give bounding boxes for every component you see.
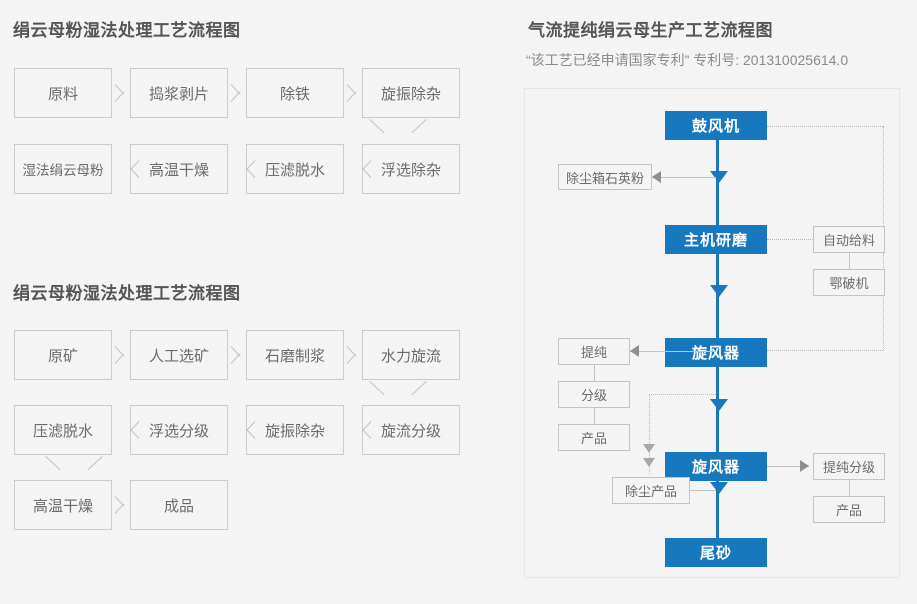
- connector-line: [594, 408, 595, 424]
- flow-node[interactable]: 高温干燥: [14, 480, 112, 530]
- node-tailings[interactable]: 尾砂: [665, 538, 767, 567]
- arrow-down-icon: [643, 458, 655, 467]
- flow-node[interactable]: 成品: [130, 480, 228, 530]
- chevron-right-icon: [112, 330, 130, 380]
- flow-node[interactable]: 高温干燥: [130, 144, 228, 194]
- connector-line: [690, 490, 716, 491]
- node-purify-grade[interactable]: 提纯分级: [813, 453, 885, 480]
- main-flow-line: [716, 481, 719, 565]
- flow-node[interactable]: 水力旋流: [362, 330, 460, 380]
- flow-row-2: 湿法绢云母粉 高温干燥 压滤脱水 浮选除杂: [14, 144, 460, 194]
- flow-node[interactable]: 除铁: [246, 68, 344, 118]
- node-jaw-crusher[interactable]: 鄂破机: [813, 269, 885, 296]
- flow-node[interactable]: 压滤脱水: [246, 144, 344, 194]
- node-blower[interactable]: 鼓风机: [665, 111, 767, 140]
- connector-line: [849, 480, 850, 496]
- arrow-left-icon: [652, 171, 661, 183]
- flow-row-1: 原料 捣浆剥片 除铁 旋振除杂: [14, 68, 460, 118]
- chevron-left-icon: [112, 144, 130, 194]
- chevron-down-icon: [46, 456, 82, 478]
- arrow-down-icon: [710, 399, 728, 411]
- chevron-left-icon: [344, 144, 362, 194]
- chevron-left-icon: [344, 405, 362, 455]
- node-product-1[interactable]: 产品: [558, 424, 630, 451]
- connector-line: [652, 177, 716, 178]
- node-purify[interactable]: 提纯: [558, 338, 630, 365]
- flow-node[interactable]: 石磨制浆: [246, 330, 344, 380]
- connector-line: [849, 253, 850, 269]
- chevron-down-icon: [370, 119, 406, 141]
- page-title-chart2: 绢云母粉湿法处理工艺流程图: [13, 284, 241, 303]
- arrow-right-icon: [800, 460, 809, 472]
- arrow-left-icon: [630, 345, 639, 357]
- chevron-right-icon: [344, 68, 362, 118]
- chevron-right-icon: [112, 68, 130, 118]
- node-grade[interactable]: 分级: [558, 381, 630, 408]
- flow-row-5: 高温干燥 成品: [14, 480, 228, 530]
- flow-node[interactable]: 旋振除杂: [246, 405, 344, 455]
- flow-node[interactable]: 浮选分级: [130, 405, 228, 455]
- node-main-mill[interactable]: 主机研磨: [665, 225, 767, 254]
- feedback-line-top: [767, 126, 883, 127]
- node-cyclone-2[interactable]: 旋风器: [665, 452, 767, 481]
- main-flow-line: [716, 139, 719, 227]
- flow-row-3: 原矿 人工选矿 石磨制浆 水力旋流: [14, 330, 460, 380]
- feedback-line-mid: [767, 350, 883, 351]
- node-cyclone-1[interactable]: 旋风器: [665, 338, 767, 367]
- page-title-chart1: 绢云母粉湿法处理工艺流程图: [13, 21, 241, 40]
- main-flow-line: [716, 254, 719, 341]
- arrow-down-icon: [710, 171, 728, 183]
- chevron-right-icon: [344, 330, 362, 380]
- chevron-right-icon: [228, 68, 246, 118]
- chevron-left-icon: [228, 405, 246, 455]
- dust-branch-line: [649, 394, 716, 395]
- node-dust-quartz[interactable]: 除尘箱石英粉: [558, 164, 652, 190]
- process-diagram-panel: 鼓风机 主机研磨 旋风器 旋风器 尾砂 除尘箱石英粉 自动给料 鄂破机 提纯 分…: [524, 88, 900, 578]
- chevron-left-icon: [112, 405, 130, 455]
- flow-node[interactable]: 旋流分级: [362, 405, 460, 455]
- arrow-down-icon: [643, 444, 655, 453]
- dust-branch-line: [649, 394, 650, 474]
- connector-line: [594, 365, 595, 381]
- flow-node[interactable]: 人工选矿: [130, 330, 228, 380]
- node-product-2[interactable]: 产品: [813, 496, 885, 523]
- flow-node[interactable]: 原料: [14, 68, 112, 118]
- flow-row-4: 压滤脱水 浮选分级 旋振除杂 旋流分级: [14, 405, 460, 455]
- left-column: 绢云母粉湿法处理工艺流程图 原料 捣浆剥片 除铁 旋振除杂 湿法绢云母粉 高温干…: [0, 0, 500, 604]
- chevron-right-icon: [228, 330, 246, 380]
- flow-node[interactable]: 湿法绢云母粉: [14, 144, 112, 194]
- chevron-down-icon: [370, 381, 406, 403]
- connector-line: [767, 239, 813, 240]
- node-dust-product[interactable]: 除尘产品: [612, 477, 690, 504]
- connector-line: [767, 466, 809, 467]
- flow-node[interactable]: 旋振除杂: [362, 68, 460, 118]
- arrow-down-icon: [710, 285, 728, 297]
- chevron-left-icon: [228, 144, 246, 194]
- page-title-chart3: 气流提纯绢云母生产工艺流程图: [528, 21, 773, 40]
- connector-line: [630, 351, 716, 352]
- chevron-right-icon: [112, 480, 130, 530]
- flow-node[interactable]: 捣浆剥片: [130, 68, 228, 118]
- flow-node[interactable]: 浮选除杂: [362, 144, 460, 194]
- patent-subtitle: “该工艺已经申请国家专利” 专利号: 201310025614.0: [526, 52, 849, 68]
- flow-node[interactable]: 原矿: [14, 330, 112, 380]
- flow-node[interactable]: 压滤脱水: [14, 405, 112, 455]
- right-column: 气流提纯绢云母生产工艺流程图 “该工艺已经申请国家专利” 专利号: 201310…: [500, 0, 917, 604]
- node-auto-feed[interactable]: 自动给料: [813, 226, 885, 253]
- arrow-down-icon: [710, 482, 728, 494]
